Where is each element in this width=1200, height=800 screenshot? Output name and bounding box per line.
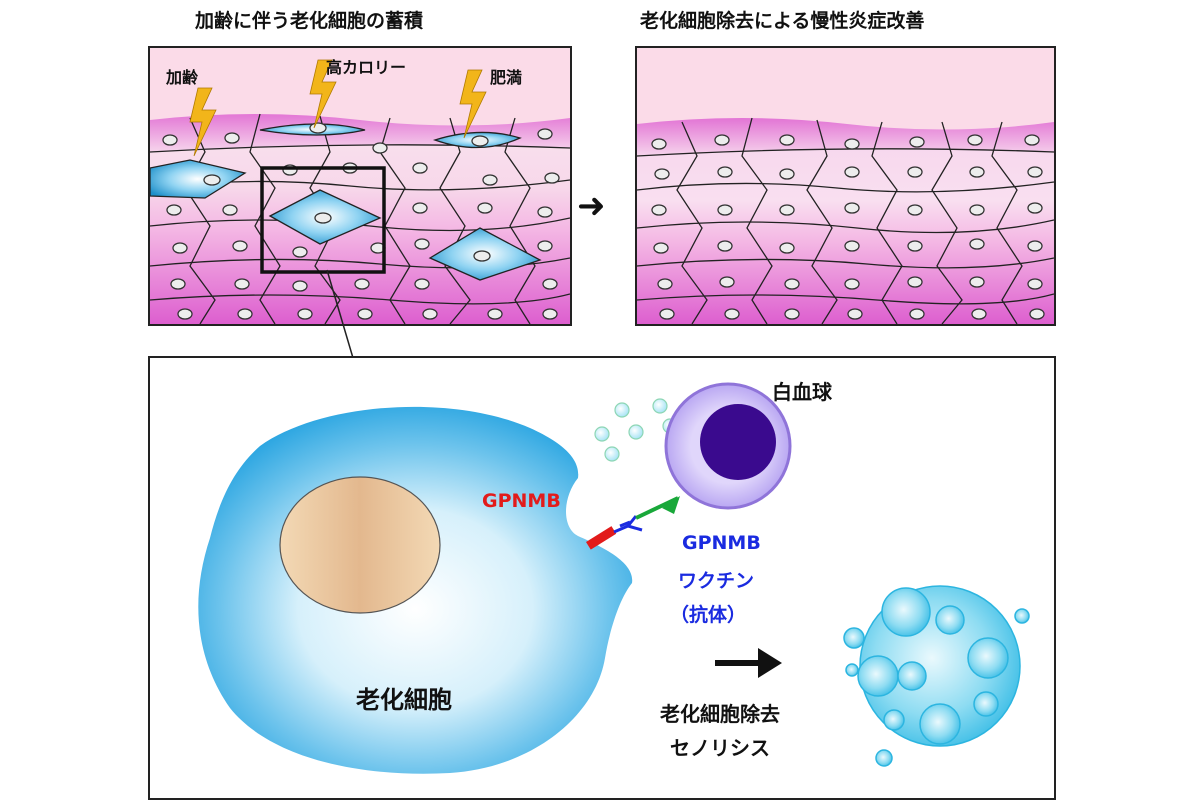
leukocyte-nucleus [700, 404, 776, 480]
cell-nuclei [651, 134, 1045, 320]
zoom-box [260, 166, 386, 274]
leukocyte-label: 白血球 [772, 380, 832, 404]
improved-tissue-panel [635, 46, 1056, 326]
senescent-cell-label: 老化細胞 [356, 686, 452, 714]
mechanism-illustration [198, 382, 1030, 774]
aging-tissue-panel: 加齢 高カロリー 肥満 [148, 46, 572, 326]
removal-label-senolysis: セノリシス [670, 736, 770, 760]
vaccine-label-antibody: （抗体） [670, 604, 747, 626]
healthy-tissue-illustration [637, 48, 1054, 324]
stressor-label-aging: 加齢 [166, 68, 199, 87]
lightning-bolt-icons [189, 59, 487, 157]
stressor-label-high-calorie: 高カロリー [326, 58, 407, 77]
cell-nucleus [279, 476, 441, 614]
apoptotic-blebs [843, 587, 1030, 767]
right-arrow-icon: ➜ [577, 186, 606, 226]
vaccine-label-vaccine: ワクチン [678, 570, 755, 592]
removal-arrow-icon [715, 648, 782, 678]
aging-tissue-illustration [150, 48, 570, 324]
stressor-label-obesity: 肥満 [490, 68, 523, 87]
removal-label-senescent-removal: 老化細胞除去 [660, 702, 780, 726]
left-panel-title: 加齢に伴う老化細胞の蓄積 [195, 10, 424, 32]
mechanism-detail-panel: 老化細胞 GPNMB 白血球 GPNMB ワクチン （抗体） 老化細胞除去 セノ… [148, 356, 1056, 800]
cytokine-particles [594, 398, 678, 462]
cell-nuclei [162, 122, 560, 320]
right-panel-title: 老化細胞除去による慢性炎症改善 [640, 10, 925, 32]
leukocyte-receptor-link [635, 496, 679, 520]
cell-boundaries [637, 117, 1054, 324]
gpnmb-receptor-icon [586, 526, 617, 550]
green-arrowhead-icon [662, 496, 680, 514]
antibody-icon [613, 515, 643, 534]
gpnmb-receptor-label: GPNMB [482, 490, 561, 512]
vaccine-label-gpnmb: GPNMB [682, 532, 761, 554]
